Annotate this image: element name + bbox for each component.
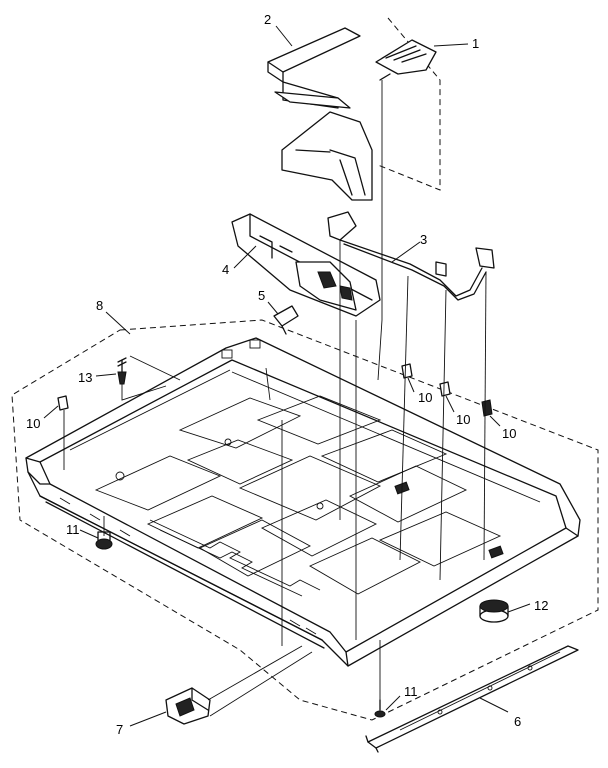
callout-10-right-2: 10 [502,426,516,441]
part-4-bracket [231,213,381,317]
part-10-clip-left [57,395,69,411]
part-12-round-foot [479,599,509,623]
part-11-screw-bottom [374,699,386,718]
callout-10-right-1: 10 [456,412,470,427]
callout-2: 2 [264,12,271,27]
callout-4: 4 [222,262,229,277]
callout-10-center: 10 [418,390,432,405]
callout-13: 13 [78,370,92,385]
part-10-clip-center [401,363,413,379]
part-3-wire-harness [327,211,495,301]
callout-6: 6 [514,714,521,729]
part-10-clip-right-2 [481,399,493,417]
callout-1: 1 [472,36,479,51]
part-6-front-rail [365,645,579,753]
callout-7: 7 [116,722,123,737]
callout-11-left: 11 [66,522,80,537]
part-2-flat-cable [267,27,373,201]
callout-5: 5 [258,288,265,303]
assembly-8-group-outline [11,319,599,721]
part-7-connector-block [165,687,211,725]
part-8-base-chassis [25,337,581,667]
callout-leaders [43,25,531,727]
part-10-clip-right-1 [439,381,451,397]
callout-10-left: 10 [26,416,40,431]
callout-12: 12 [534,598,548,613]
callout-11-bottom: 11 [404,684,418,699]
assembly-alignment-lines [63,240,487,717]
part-1-connector [375,39,437,381]
part-5-clip [273,305,299,335]
callout-8: 8 [96,298,103,313]
part-13-screw [117,357,127,385]
callout-3: 3 [420,232,427,247]
